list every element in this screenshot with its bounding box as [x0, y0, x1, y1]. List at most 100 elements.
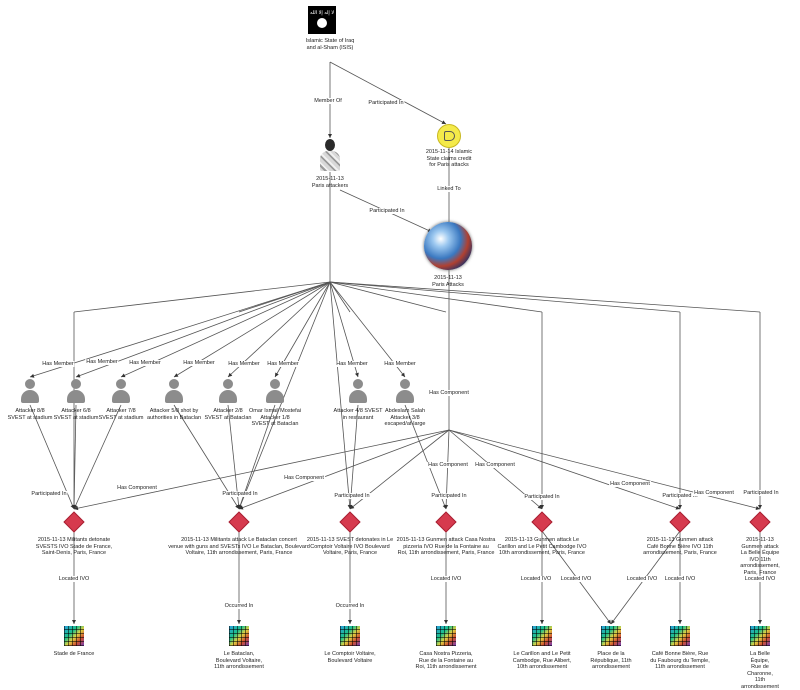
edge-label: Participated In — [430, 493, 468, 499]
place-label: Le Bataclan, Boulevard Voltaire, 11th ar… — [214, 651, 264, 670]
place-label: Le Comptoir Voltaire, Boulevard Voltaire — [324, 651, 376, 664]
black-flag-icon[interactable]: لا إله إلا الله — [308, 6, 336, 34]
edge-arrow — [328, 134, 332, 138]
edge-arrow — [121, 373, 126, 378]
person-label: Attacker 7/8 SVEST at stadium — [98, 408, 144, 421]
edge-label: Has Component — [609, 481, 651, 487]
edge-arrow — [30, 373, 35, 378]
edge-line — [329, 281, 351, 313]
edge-arrow — [348, 620, 352, 624]
edge-label: Has Member — [85, 359, 119, 365]
edge-label: Has Component — [693, 490, 735, 496]
person-icon[interactable] — [165, 379, 183, 403]
place-grid-icon[interactable] — [229, 626, 249, 646]
edge-arrow — [540, 620, 544, 624]
person-icon[interactable] — [112, 379, 130, 403]
edge-arrow — [755, 506, 760, 510]
megaphone-icon[interactable] — [437, 124, 461, 148]
attacker-icon[interactable] — [319, 139, 341, 171]
edge-line — [404, 404, 447, 510]
place-grid-icon[interactable] — [340, 626, 360, 646]
edge-arrow — [72, 620, 76, 624]
place-label: La Belle Équipe, Rue de Charonne, 11th a… — [741, 651, 779, 690]
place-grid-icon[interactable] — [670, 626, 690, 646]
edge-label: Has Member — [41, 361, 75, 367]
edge-arrow — [350, 504, 355, 509]
edge-line — [329, 61, 447, 125]
edge-arrow — [237, 620, 241, 624]
place-grid-icon[interactable] — [750, 626, 770, 646]
person-label: Attacker 2/8 SVEST at Bataclan — [204, 408, 252, 421]
place-label: Stade de France — [53, 651, 95, 657]
person-icon[interactable] — [349, 379, 367, 403]
person-label: Attacker 5/8 shot by authorities in Bata… — [146, 408, 202, 421]
edge-label: Participated In — [333, 493, 371, 499]
edge-arrow — [74, 506, 79, 511]
edge-arrow — [73, 504, 78, 509]
edge-arrow — [675, 505, 680, 510]
edge-label: Member Of — [313, 98, 343, 104]
event-label: 2015-11-13 Gunmen attack La Belle Équipe… — [740, 537, 780, 576]
isis-label: Islamic State of Iraq and al-Sham (ISIS) — [305, 38, 355, 51]
edge-line — [349, 404, 359, 510]
edge-label: Has Member — [335, 361, 369, 367]
flag-seal-icon — [317, 18, 327, 28]
edge-label: Participated In — [368, 208, 406, 214]
person-icon[interactable] — [266, 379, 284, 403]
edge-arrow — [678, 620, 682, 624]
edge-label: Has Component — [116, 485, 158, 491]
edge-arrow — [174, 373, 179, 377]
edge-line — [448, 429, 681, 510]
place-label: Place de la République, 11th arrondissem… — [590, 651, 632, 670]
edge-arrow — [540, 505, 544, 509]
flag-text: لا إله إلا الله — [309, 10, 335, 16]
edge-label: Has Member — [128, 360, 162, 366]
place-label: Le Carillon and Le Petit Cambodge, Rue A… — [512, 651, 572, 670]
person-icon[interactable] — [219, 379, 237, 403]
edge-label: Participated In — [221, 491, 259, 497]
edge-line — [329, 281, 351, 510]
edge-arrow — [76, 373, 81, 378]
edge-line — [238, 429, 450, 510]
person-label: Attacker 6/8 SVEST at stadium — [53, 408, 99, 421]
place-grid-icon[interactable] — [601, 626, 621, 646]
edge-arrow — [444, 504, 449, 509]
globe-icon[interactable] — [424, 222, 472, 270]
edge-label: Has Component — [474, 462, 516, 468]
place-grid-icon[interactable] — [532, 626, 552, 646]
edge-label: Located IVO — [519, 576, 553, 582]
edge-label: Has Member — [227, 361, 261, 367]
paris-attacks-label: 2015-11-13 Paris Attacks — [432, 275, 464, 288]
edge-arrow — [239, 505, 244, 510]
edge-label: Occurred In — [223, 603, 255, 609]
edge-label: Has Member — [182, 360, 216, 366]
claim-label: 2015-11-14 Islamic State claims credit f… — [425, 149, 473, 168]
person-icon[interactable] — [396, 379, 414, 403]
edge-arrow — [607, 619, 611, 624]
place-grid-icon[interactable] — [64, 626, 84, 646]
person-label: Omar Ismail Mostefai Attacker 1/8 SVEST … — [249, 408, 301, 427]
edge-line — [329, 281, 447, 313]
event-label: 2015-11-13 Militants attack Le Bataclan … — [168, 537, 310, 556]
place-grid-icon[interactable] — [436, 626, 456, 646]
edge-arrow — [758, 620, 762, 624]
edge-line — [238, 281, 331, 313]
edge-label: Located IVO — [559, 576, 593, 582]
edge-arrow — [611, 619, 615, 624]
event-label: 2015-11-13 SVEST detonates in Le Comptoi… — [306, 537, 394, 556]
person-label: Attacker 4/8 SVEST in restaurant — [333, 408, 383, 421]
person-label: Abdeslam Salah Attacker 3/8 escaped/at-l… — [384, 408, 426, 427]
edge-arrow — [444, 620, 448, 624]
place-label: Café Bonne Bière, Rue du Faubourg du Tem… — [650, 651, 710, 670]
edge-label: Linked To — [436, 186, 462, 192]
edge-line — [329, 281, 761, 313]
edge-line — [73, 404, 122, 510]
person-icon[interactable] — [21, 379, 39, 403]
edge-arrow — [758, 505, 762, 509]
edge-label: Has Component — [283, 475, 325, 481]
edge-label: Located IVO — [57, 576, 91, 582]
person-icon[interactable] — [67, 379, 85, 403]
edge-label: Occurred In — [334, 603, 366, 609]
edge-arrow — [537, 504, 542, 509]
